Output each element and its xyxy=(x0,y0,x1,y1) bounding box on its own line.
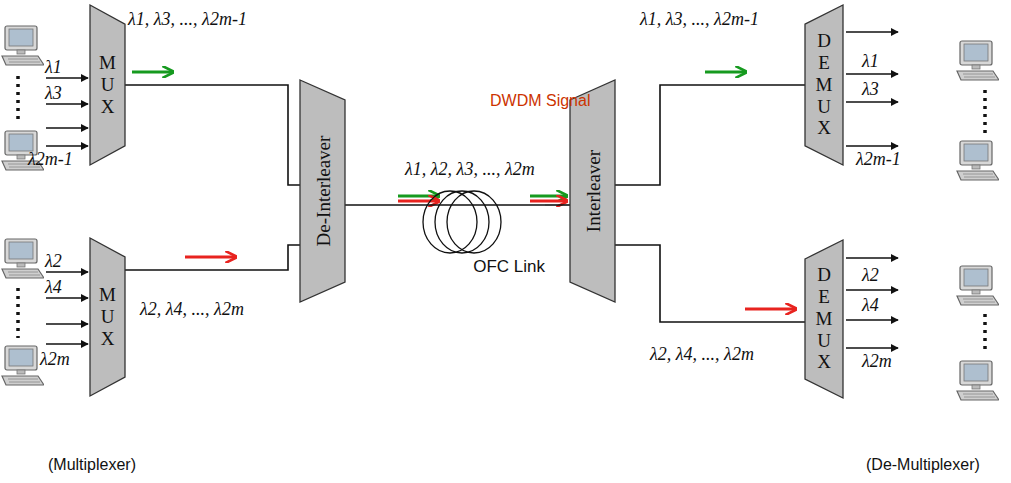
wavelength-label: λ1 xyxy=(862,52,879,70)
channel-arrow xyxy=(46,323,88,325)
wavelength-label: λ2m xyxy=(862,352,892,370)
block-label: Interleaver xyxy=(583,150,602,232)
channel-arrow xyxy=(846,101,898,103)
wavelength-label: λ1, λ3, ..., λ2m-1 xyxy=(128,10,247,28)
fiber-connector xyxy=(125,245,300,270)
wavelength-label: λ2m xyxy=(40,350,70,368)
channel-arrow xyxy=(46,145,88,147)
computer-icon xyxy=(2,346,44,385)
signal-arrow xyxy=(132,72,795,309)
fiber-connector xyxy=(615,245,805,322)
fiber-loop xyxy=(447,191,501,253)
channel-arrow xyxy=(46,271,88,273)
trapezoid-shape xyxy=(805,240,843,398)
channel-arrow xyxy=(846,257,898,259)
channel-arrow xyxy=(46,103,88,105)
channel-arrow xyxy=(846,31,898,33)
channel-arrow xyxy=(46,77,88,79)
trapezoid-shape xyxy=(300,80,345,302)
channel-arrow xyxy=(846,347,898,349)
wavelength-label: λ3 xyxy=(862,80,879,98)
fiber-loop xyxy=(435,191,489,253)
wavelength-label: λ4 xyxy=(45,278,62,296)
block-label: M U X xyxy=(98,52,117,118)
wavelength-label: λ2m-1 xyxy=(856,150,901,168)
trapezoid-shape xyxy=(90,5,125,165)
wavelength-label: λ2, λ4, ..., λ2m xyxy=(650,345,754,363)
ellipsis-dots xyxy=(983,314,987,354)
section-caption: (Multiplexer) xyxy=(48,456,136,474)
wavelength-label: λ2, λ4, ..., λ2m xyxy=(140,300,244,318)
block-label: D E M U X xyxy=(815,30,834,139)
channel-arrow xyxy=(846,319,898,321)
fiber-loop xyxy=(423,191,477,253)
block-label: De-Interleaver xyxy=(313,136,332,247)
fiber-connector xyxy=(345,204,420,206)
channel-arrow xyxy=(846,73,898,75)
mux-block: M U X xyxy=(90,5,125,165)
signal-arrow xyxy=(398,200,438,203)
wavelength-label: λ1, λ3, ..., λ2m-1 xyxy=(640,10,759,28)
block-label: D E M U X xyxy=(815,264,834,373)
trapezoid-shape xyxy=(805,5,843,165)
channel-arrow xyxy=(846,145,898,147)
wavelength-label: λ2m-1 xyxy=(28,150,73,168)
computer-icon xyxy=(957,361,999,400)
link-label: OFC Link xyxy=(473,258,545,277)
channel-arrow xyxy=(46,32,898,348)
ellipsis-dots xyxy=(16,288,20,338)
signal-arrow xyxy=(745,308,795,311)
signal-arrow xyxy=(185,256,235,259)
ellipsis-dots xyxy=(983,90,987,134)
signal-arrow xyxy=(398,195,438,198)
channel-arrow xyxy=(846,289,898,291)
wavelength-label: λ2 xyxy=(45,252,62,270)
demux-block: D E M U X xyxy=(805,5,843,165)
block-label: M U X xyxy=(98,284,117,350)
computer-icon xyxy=(2,26,999,400)
wavelength-label: λ3 xyxy=(45,84,62,102)
signal-arrow xyxy=(530,200,566,203)
interleaver-block: Interleaver xyxy=(570,80,615,302)
fiber-coil: OFC Link xyxy=(420,185,545,277)
fiber-connector xyxy=(545,204,570,206)
channel-arrow xyxy=(46,343,88,345)
signal-arrow xyxy=(705,71,745,74)
computer-icon xyxy=(957,141,999,180)
section-caption: (De-Multiplexer) xyxy=(866,456,980,474)
wavelength-label: λ1 xyxy=(45,58,62,76)
computer-icon xyxy=(2,26,44,65)
signal-arrow xyxy=(530,195,566,198)
trapezoid-shape xyxy=(90,238,125,396)
mux-block: M U X xyxy=(90,238,125,396)
signal-arrow xyxy=(132,71,172,74)
channel-arrow xyxy=(46,127,88,129)
wavelength-label: λ4 xyxy=(862,296,879,314)
ellipsis-dots xyxy=(16,76,20,124)
demux-block: D E M U X xyxy=(805,240,843,398)
trapezoid-shape xyxy=(570,80,615,302)
signal-name: DWDM Signal xyxy=(490,92,590,110)
wavelength-label: λ1, λ2, λ3, ..., λ2m xyxy=(405,160,535,178)
wavelength-label: λ2 xyxy=(862,266,879,284)
fiber-connector xyxy=(125,85,300,185)
computer-icon xyxy=(957,266,999,305)
channel-arrow xyxy=(46,297,88,299)
computer-icon xyxy=(2,239,44,278)
fiber-connector xyxy=(615,85,805,185)
computer-icon xyxy=(957,41,999,80)
deinterleaver-block: De-Interleaver xyxy=(300,80,345,302)
